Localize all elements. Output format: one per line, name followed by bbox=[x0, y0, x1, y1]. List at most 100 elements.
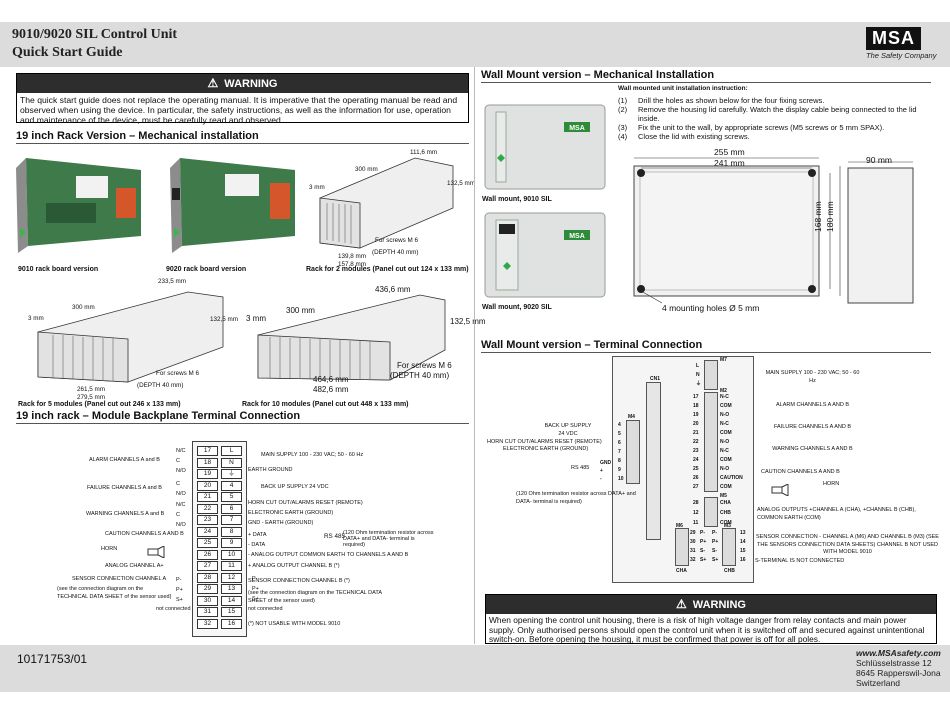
terminal-number-right: 6 bbox=[221, 503, 242, 514]
document-title: 9010/9020 SIL Control Unit Quick Start G… bbox=[12, 26, 177, 62]
caption-rack10: Rack for 10 modules (Panel cut out 448 x… bbox=[242, 401, 409, 408]
wall-terminal-left-label: HORN CUT OUT/ALARMS RESET (REMOTE) bbox=[487, 439, 602, 445]
step-text: Fix the unit to the wall, by appropriate… bbox=[638, 123, 885, 132]
dim-168: 168 mm bbox=[813, 201, 823, 232]
terminal-number-right: N bbox=[221, 457, 242, 468]
m6-terminal-block bbox=[675, 528, 689, 566]
terminal-number-right: 11 bbox=[221, 561, 242, 571]
terminal-number: P+ bbox=[712, 539, 719, 545]
terminal-number: 31 bbox=[690, 548, 696, 554]
column-divider bbox=[474, 67, 475, 644]
backplane-right-label: + DATA bbox=[248, 532, 267, 538]
backplane-right-label: not connected bbox=[248, 606, 283, 612]
contact-label: C bbox=[176, 458, 180, 464]
footer-address: www.MSAsafety.com Schlüsselstrasse 12 86… bbox=[856, 648, 941, 688]
address-street: Schlüsselstrasse 12 bbox=[856, 658, 932, 668]
terminal-number-right: 9 bbox=[221, 538, 242, 548]
terminal-number: 12 bbox=[693, 510, 699, 516]
terminal-number-right: 12 bbox=[221, 572, 242, 583]
wall-terminal-right-label: ALARM CHANNELS A AND B bbox=[775, 402, 850, 408]
chb-label: CHB bbox=[724, 568, 735, 574]
step-text: Close the lid with existing screws. bbox=[638, 132, 750, 141]
wall-terminal-right-label: ANALOG OUTPUTS +CHANNEL A (CHA), +CHANNE… bbox=[757, 507, 916, 521]
terminal-number: 6 bbox=[618, 440, 621, 446]
rack5-depth-note: (DEPTH 40 mm) bbox=[137, 382, 184, 389]
warning-text: The quick start guide does not replace t… bbox=[20, 95, 458, 125]
terminal-function: N-C bbox=[720, 394, 729, 400]
contact-label: N/C bbox=[176, 448, 186, 454]
backplane-right-label: (see the connection diagram on the TECHN… bbox=[248, 590, 382, 604]
rs485-note: (120 Ohm termination resistor across DAT… bbox=[343, 530, 434, 548]
terminal-number-right: ⏚ bbox=[221, 469, 242, 479]
warning-label: WARNING bbox=[224, 78, 278, 90]
terminal-number-right: 4 bbox=[221, 480, 242, 491]
step-text: Drill the holes as shown below for the f… bbox=[638, 96, 825, 105]
contact-label: N/O bbox=[176, 522, 186, 528]
terminal-number: 32 bbox=[690, 557, 696, 563]
m6-label: M6 bbox=[676, 523, 683, 529]
terminal-number-left: 19 bbox=[197, 469, 218, 479]
rack-10-modules-drawing bbox=[257, 294, 446, 381]
contact-label: C bbox=[176, 512, 180, 518]
m2-terminal-block bbox=[704, 392, 718, 492]
terminal-number: 5 bbox=[618, 431, 621, 437]
backplane-left-label: (see the connection diagram on the TECHN… bbox=[57, 586, 172, 600]
dim-241: 241 mm bbox=[714, 158, 745, 168]
terminal-number-right: 8 bbox=[221, 526, 242, 537]
terminal-number-right: 15 bbox=[221, 607, 242, 617]
rack5-w2: 279,5 mm bbox=[77, 394, 105, 401]
warning-box-top: ⚠WARNING The quick start guide does not … bbox=[16, 73, 469, 125]
caption-9020-rack: 9020 rack board version bbox=[166, 266, 247, 273]
terminal-number: 28 bbox=[693, 500, 699, 506]
wall-mech-section-title: Wall Mount version – Mechanical Installa… bbox=[481, 69, 715, 81]
backplane-left-label: CAUTION CHANNELS A AND B bbox=[105, 531, 184, 537]
backplane-right-label: BACK UP SUPPLY 24 VDC bbox=[261, 484, 329, 490]
terminal-number: S+ bbox=[712, 557, 719, 563]
terminal-number-left: 26 bbox=[197, 549, 218, 560]
contact-label: N/C bbox=[176, 502, 186, 508]
wall-terminal-right-label: HORN bbox=[823, 481, 840, 487]
wall-terminal-right-label: S-TERMINAL IS NOT CONNECTED bbox=[755, 558, 845, 564]
backplane-right-label: ELECTRONIC EARTH (GROUND) bbox=[248, 510, 334, 516]
rack2-side-dim: 132,5 mm bbox=[447, 180, 475, 187]
terminal-number-left: 18 bbox=[197, 457, 218, 468]
installation-instructions: Wall mounted unit installation instructi… bbox=[618, 84, 938, 141]
rack5-top-dim: 233,5 mm bbox=[158, 278, 186, 285]
rack2-depth-dim: 300 mm bbox=[355, 166, 378, 173]
title-line-2: Quick Start Guide bbox=[12, 45, 123, 60]
terminal-number-left: 32 bbox=[197, 618, 218, 629]
website-link[interactable]: www.MSAsafety.com bbox=[856, 648, 941, 658]
terminal-function: COM bbox=[720, 430, 732, 436]
terminal-number-left: 30 bbox=[197, 595, 218, 606]
caption-rack2: Rack for 2 modules (Panel cut out 124 x … bbox=[306, 266, 469, 273]
step-number: (2) bbox=[618, 105, 628, 114]
terminal-number: N bbox=[696, 372, 700, 378]
step-number: (3) bbox=[618, 123, 628, 132]
terminal-function: N-C bbox=[720, 421, 729, 427]
wall-housing-drawing bbox=[633, 157, 914, 304]
backplane-left-label: ALARM CHANNELS A and B bbox=[89, 457, 160, 463]
rack5-depth-dim: 300 mm bbox=[72, 304, 95, 311]
terminal-number: 9 bbox=[618, 467, 621, 473]
terminal-number-left: 29 bbox=[197, 584, 218, 594]
terminal-number-right: 7 bbox=[221, 515, 242, 525]
terminal-number: 4 bbox=[618, 422, 621, 428]
terminal-function: CHB bbox=[720, 510, 731, 516]
terminal-number-left: 31 bbox=[197, 607, 218, 617]
terminal-function: 13 bbox=[740, 530, 746, 536]
dim-90: 90 mm bbox=[866, 155, 892, 165]
terminal-number-right: 5 bbox=[221, 492, 242, 502]
terminal-number-left: 27 bbox=[197, 561, 218, 571]
rack5-screws: For screws M 6 bbox=[156, 370, 200, 377]
terminal-number: ⏚ bbox=[696, 381, 702, 387]
terminal-number-left: 22 bbox=[197, 503, 218, 514]
terminal-function: N-O bbox=[720, 439, 730, 445]
